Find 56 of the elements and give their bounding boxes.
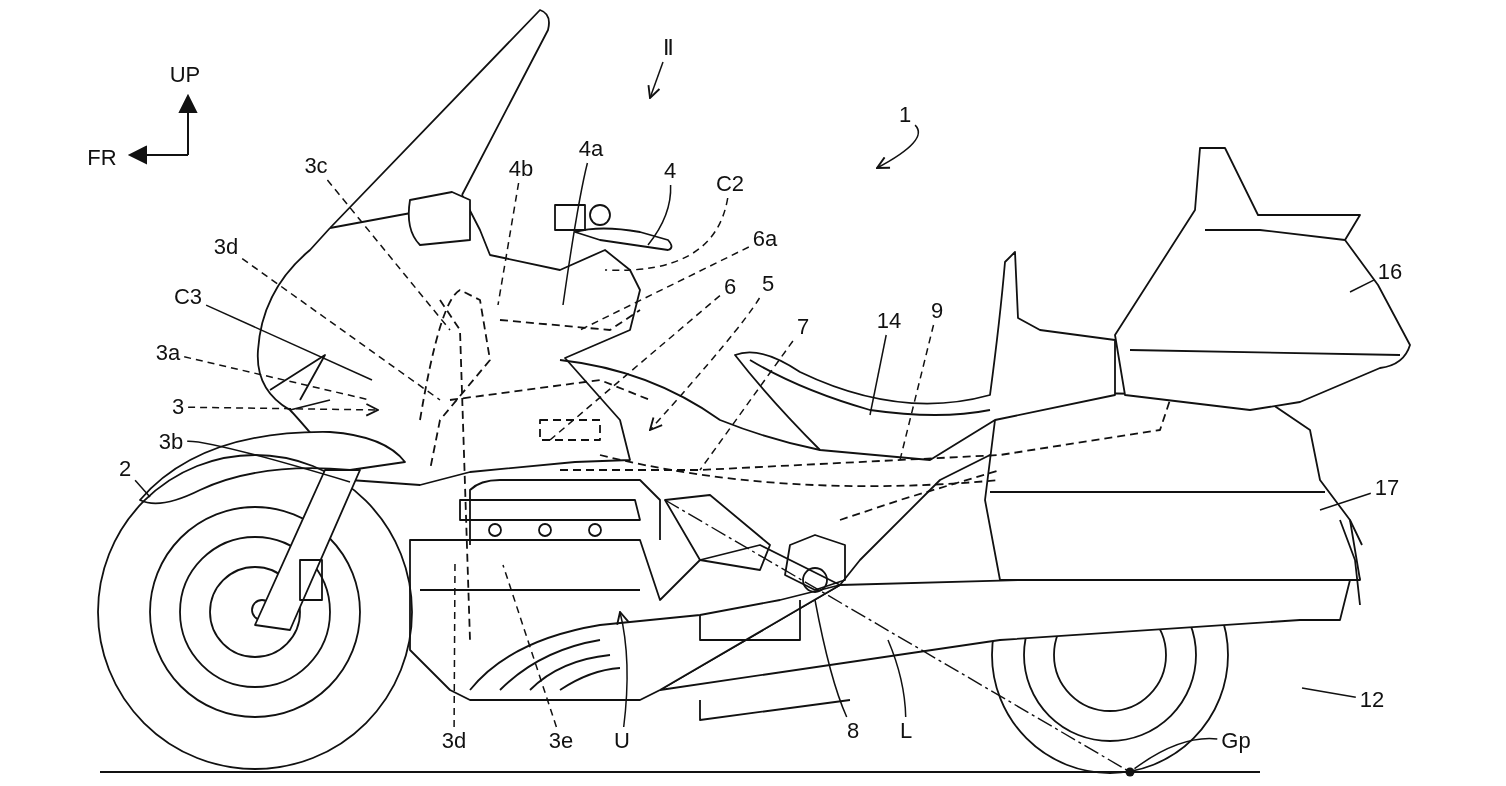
reference-numeral: 4a bbox=[576, 137, 606, 161]
reference-numeral: 6a bbox=[750, 227, 780, 251]
reference-numeral: 14 bbox=[874, 309, 904, 333]
leader-line bbox=[562, 162, 589, 306]
reference-numeral: Ⅱ bbox=[660, 36, 676, 60]
reference-numeral: 5 bbox=[759, 272, 777, 296]
reference-numeral: 4 bbox=[661, 159, 679, 183]
reference-numeral: 3c bbox=[302, 154, 330, 178]
leader-line bbox=[205, 304, 373, 381]
leader-line bbox=[134, 479, 151, 498]
reference-numeral: L bbox=[897, 719, 915, 743]
reference-numeral: 3 bbox=[169, 395, 187, 419]
reference-numeral: Gp bbox=[1219, 729, 1253, 753]
leader-line bbox=[502, 564, 558, 728]
leader-line bbox=[1301, 687, 1357, 698]
reference-numeral: 4b bbox=[506, 157, 536, 181]
reference-numeral: C3 bbox=[171, 285, 205, 309]
leader-line bbox=[186, 440, 351, 483]
leader-arrow bbox=[616, 611, 630, 728]
leader-line bbox=[814, 599, 848, 718]
leader-line bbox=[1319, 492, 1372, 511]
leader-line bbox=[887, 639, 907, 718]
reference-numeral: 2 bbox=[116, 457, 134, 481]
leader-line bbox=[579, 246, 750, 331]
leader-arrow bbox=[647, 61, 664, 99]
reference-numeral: 3e bbox=[546, 729, 576, 753]
leader-line bbox=[869, 334, 887, 416]
reference-numeral: U bbox=[612, 729, 632, 753]
contact-point-dot bbox=[1125, 767, 1135, 777]
reference-numeral: 3a bbox=[153, 341, 183, 365]
leader-line bbox=[1133, 737, 1219, 770]
reference-numeral: 17 bbox=[1372, 476, 1402, 500]
reference-numeral: 12 bbox=[1357, 688, 1387, 712]
reference-numeral: 1 bbox=[896, 103, 914, 127]
reference-numeral: 3d bbox=[439, 729, 469, 753]
direction-label: FR bbox=[86, 146, 118, 170]
leader-line bbox=[647, 184, 672, 246]
reference-numeral: 3b bbox=[156, 430, 186, 454]
leader-line bbox=[497, 182, 520, 306]
leader-line bbox=[549, 294, 721, 441]
reference-numeral: 8 bbox=[844, 719, 862, 743]
reference-numeral: 16 bbox=[1375, 260, 1405, 284]
leader-line bbox=[326, 179, 451, 331]
leader-line bbox=[604, 197, 729, 271]
reference-numeral: 3d bbox=[211, 235, 241, 259]
leader-line bbox=[899, 324, 935, 461]
reference-numeral: 6 bbox=[721, 275, 739, 299]
leader-line bbox=[699, 340, 794, 471]
direction-label: UP bbox=[168, 63, 202, 87]
reference-numeral: 9 bbox=[928, 299, 946, 323]
reference-numeral: C2 bbox=[713, 172, 747, 196]
leader-line bbox=[1349, 279, 1375, 293]
leader-arrow bbox=[187, 403, 379, 417]
reference-numeral: 7 bbox=[794, 315, 812, 339]
leader-line bbox=[241, 257, 441, 401]
leader-arrow bbox=[649, 297, 761, 431]
